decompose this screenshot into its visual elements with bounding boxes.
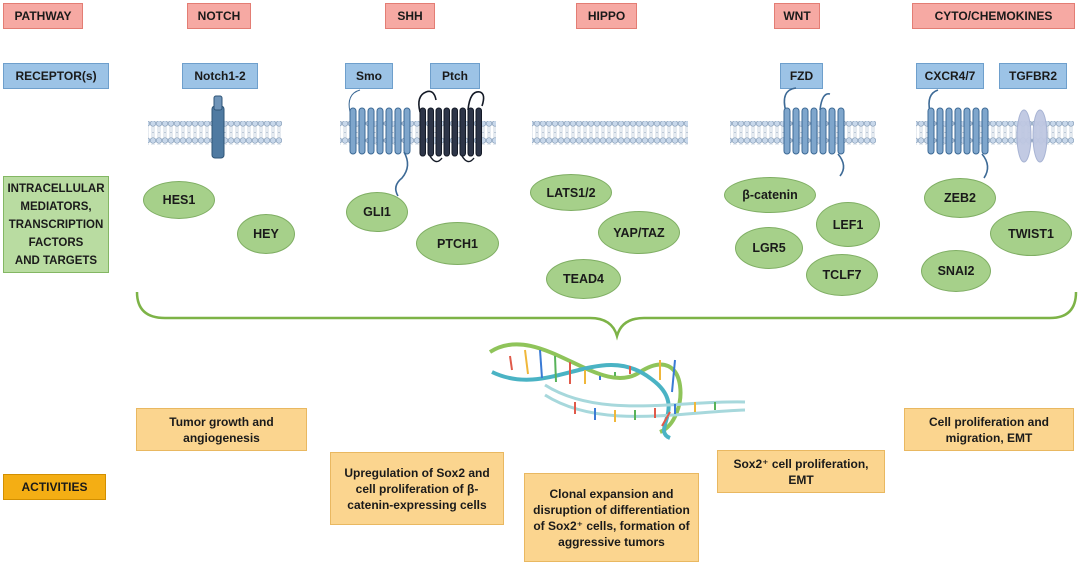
receptor-smo: Smo bbox=[345, 63, 393, 89]
membrane-hippo-icon bbox=[532, 121, 688, 145]
smo-receptor-icon bbox=[348, 89, 411, 197]
activity-hippo: Clonal expansion and disruption of diffe… bbox=[524, 473, 699, 562]
mediator-snai2: SNAI2 bbox=[921, 250, 991, 292]
activity-wnt: Sox2⁺ cell proliferation, EMT bbox=[717, 450, 885, 493]
mediator-hey: HEY bbox=[237, 214, 295, 254]
mediator-tead4: TEAD4 bbox=[546, 259, 621, 299]
notch-receptor-icon bbox=[211, 95, 225, 159]
mediator-ptch1: PTCH1 bbox=[416, 222, 499, 265]
mediator-zeb2: ZEB2 bbox=[924, 178, 996, 218]
receptor-tgfbr2: TGFBR2 bbox=[999, 63, 1067, 89]
activities-label: ACTIVITIES bbox=[3, 474, 106, 500]
activity-notch: Tumor growth and angiogenesis bbox=[136, 408, 307, 451]
mediator-lef1: LEF1 bbox=[816, 202, 880, 247]
receptor-ptch: Ptch bbox=[430, 63, 480, 89]
receptors-label: RECEPTOR(s) bbox=[3, 63, 109, 89]
activity-cyto-chemokines: Cell proliferation and migration, EMT bbox=[904, 408, 1074, 451]
mediator-hes1: HES1 bbox=[143, 181, 215, 219]
receptor-cxcr4-7: CXCR4/7 bbox=[916, 63, 984, 89]
pathway-hippo: HIPPO bbox=[576, 3, 637, 29]
tgfbr2-receptor-icon bbox=[1016, 109, 1048, 163]
mediator-tclf7: TCLF7 bbox=[806, 254, 878, 296]
mediator-lgr5: LGR5 bbox=[735, 227, 803, 269]
pathway-notch: NOTCH bbox=[187, 3, 251, 29]
pathway-wnt: WNT bbox=[774, 3, 820, 29]
receptor-notch1-2: Notch1-2 bbox=[182, 63, 258, 89]
mediator-yap-taz: YAP/TAZ bbox=[598, 211, 680, 254]
mediator-beta-catenin: β-catenin bbox=[724, 177, 816, 213]
grouping-brace-icon bbox=[135, 291, 1078, 341]
dna-helix-icon bbox=[488, 342, 746, 440]
fzd-receptor-icon bbox=[783, 87, 845, 177]
cxcr4-7-receptor-icon bbox=[927, 89, 989, 179]
mediator-twist1: TWIST1 bbox=[990, 211, 1072, 256]
receptor-fzd: FZD bbox=[780, 63, 823, 89]
pathway-shh: SHH bbox=[385, 3, 435, 29]
mediator-lats1-2: LATS1/2 bbox=[530, 174, 612, 211]
pathway-cyto-chemokines: CYTO/CHEMOKINES bbox=[912, 3, 1075, 29]
ptch-receptor-icon bbox=[418, 90, 485, 163]
mediator-gli1: GLI1 bbox=[346, 192, 408, 232]
activity-shh: Upregulation of Sox2 and cell proliferat… bbox=[330, 452, 504, 525]
pathway-label: PATHWAY bbox=[3, 3, 83, 29]
mediators-label: INTRACELLULAR MEDIATORS, TRANSCRIPTION F… bbox=[3, 176, 109, 273]
